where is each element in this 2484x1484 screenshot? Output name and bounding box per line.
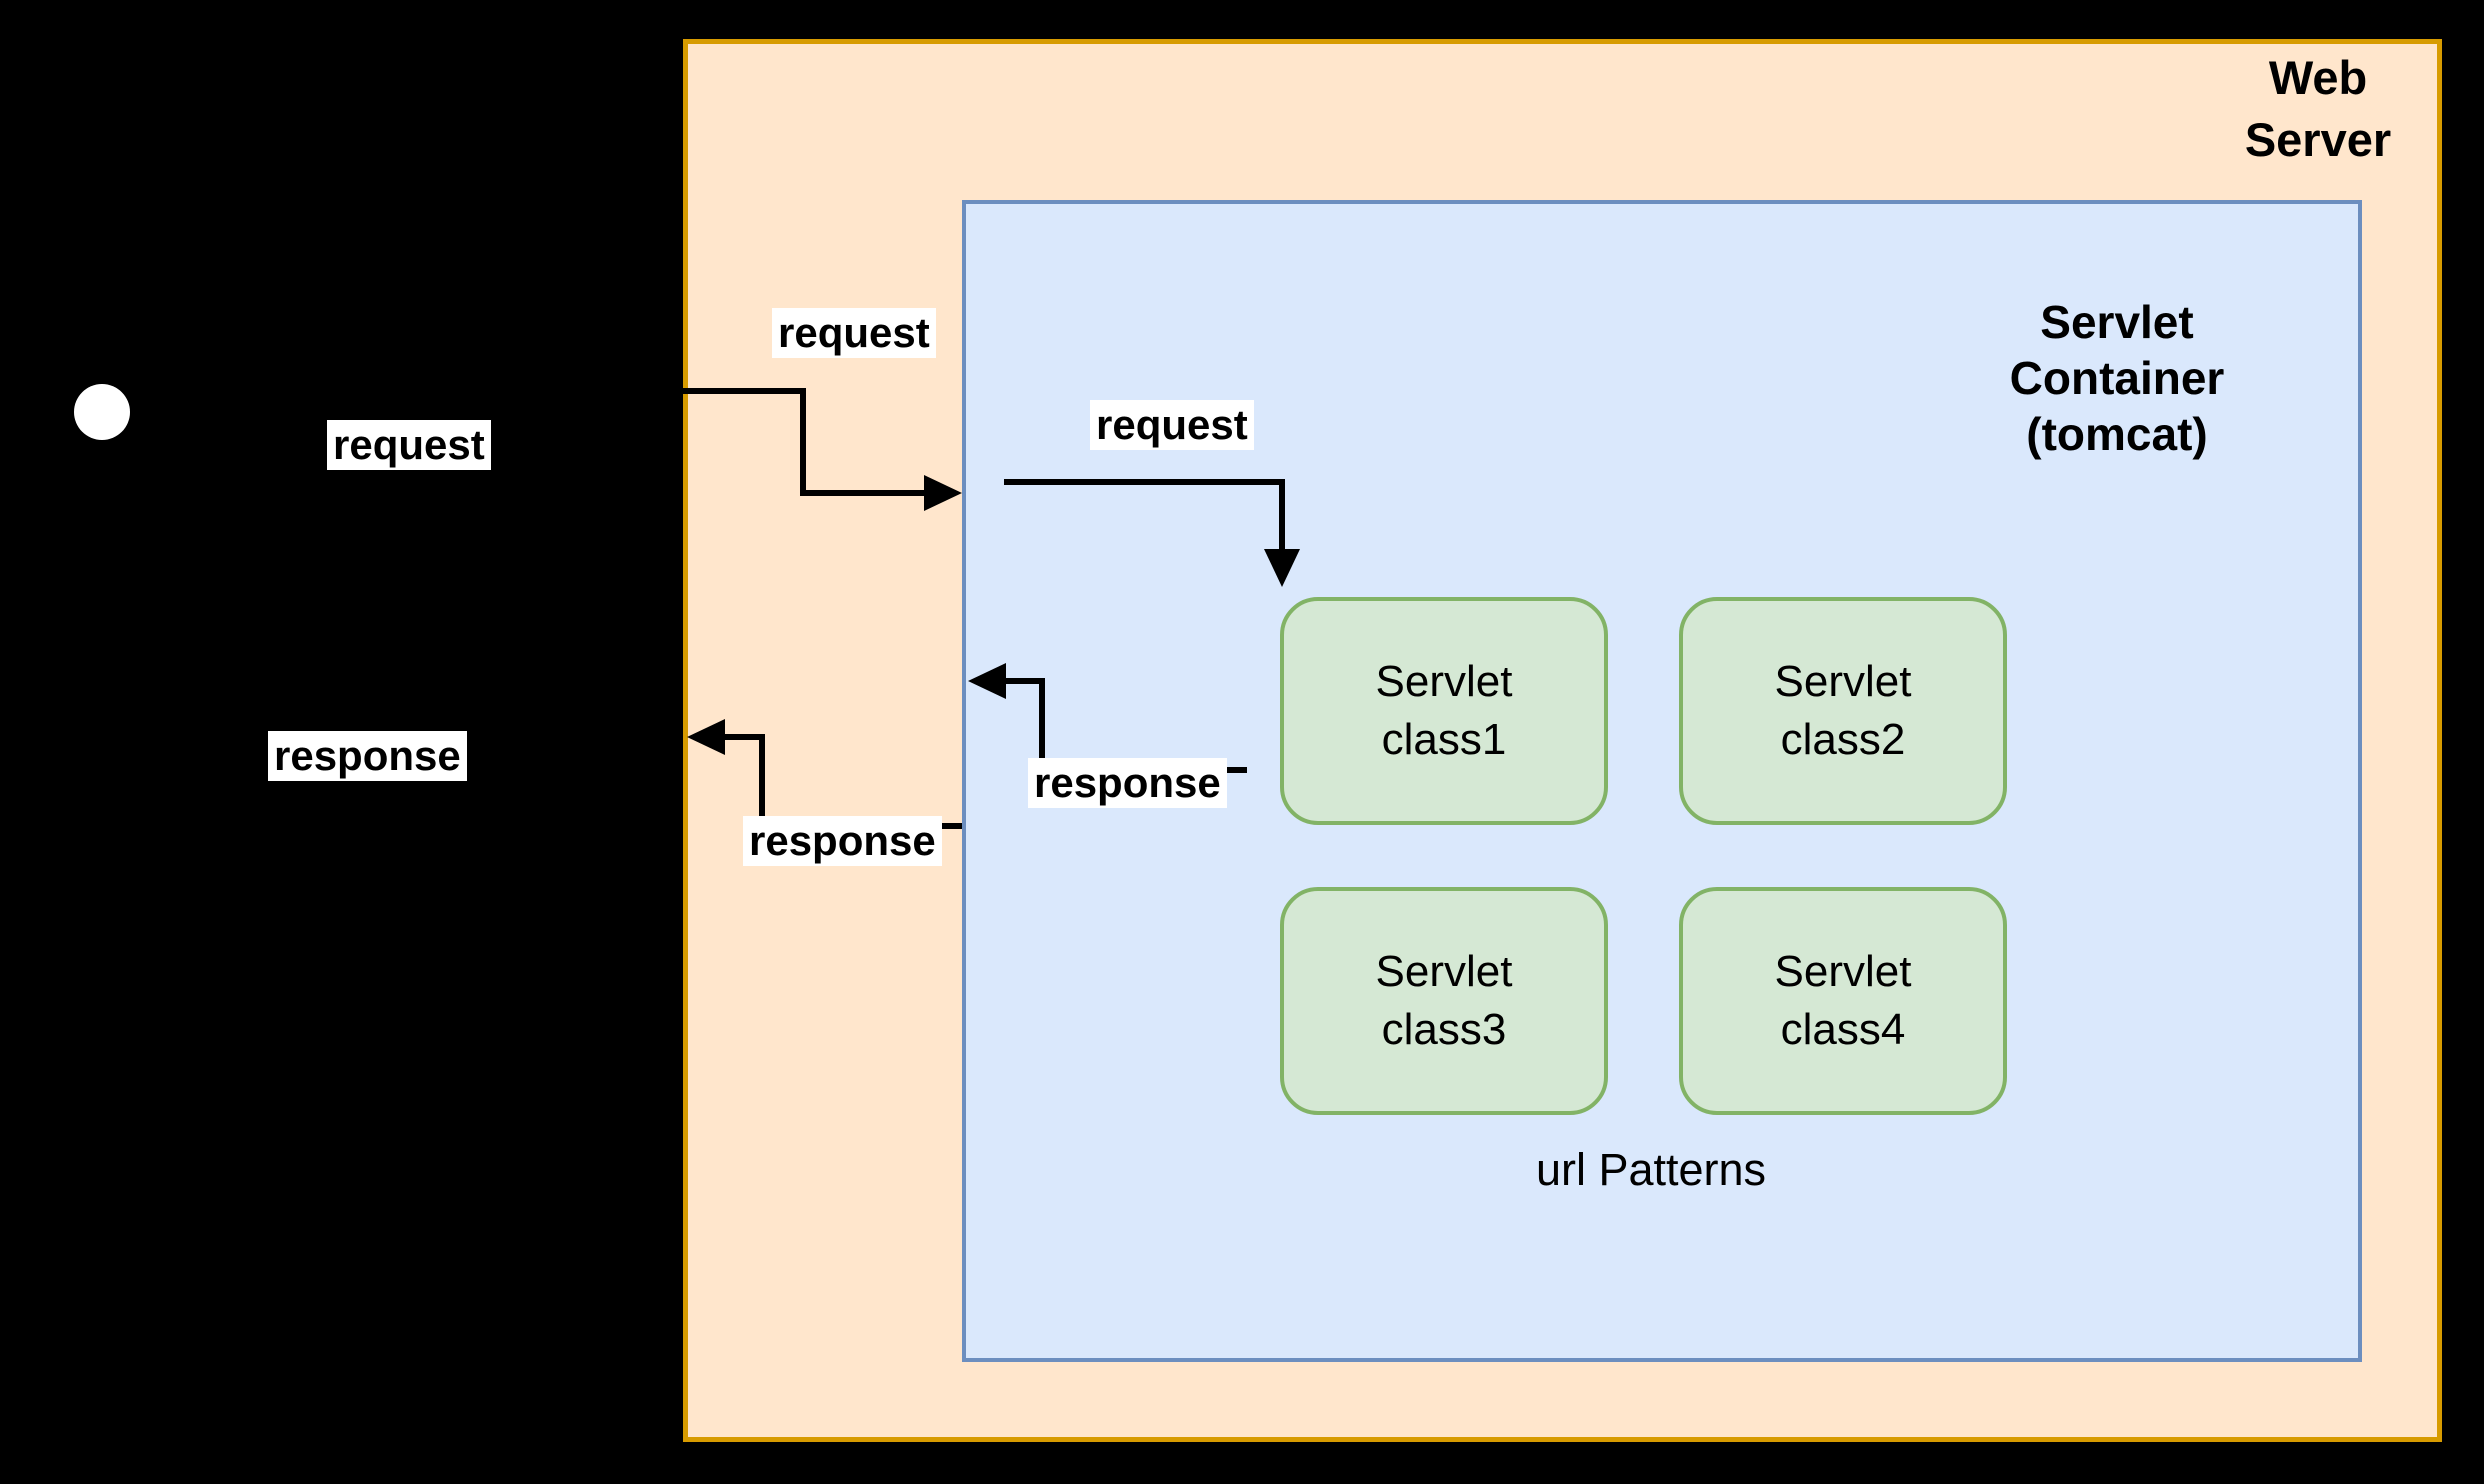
servlet-class3-line2: class3 — [1381, 1005, 1507, 1054]
client-dot-icon — [74, 384, 130, 440]
servlet-class2-box: Servlet class2 — [1679, 597, 2007, 825]
request-label-container: request — [1090, 400, 1254, 450]
request-label-webserver: request — [772, 308, 936, 358]
request-label-client: request — [327, 420, 491, 470]
servlet-class3-line1: Servlet — [1375, 947, 1513, 996]
url-patterns-caption: url Patterns — [1535, 1144, 1767, 1195]
response-label-container: response — [1028, 758, 1227, 808]
response-label-client: response — [268, 731, 467, 781]
servlet-class2-line1: Servlet — [1774, 657, 1912, 706]
servlet-class4-box: Servlet class4 — [1679, 887, 2007, 1115]
servlet-class1-box: Servlet class1 — [1280, 597, 1608, 825]
servlet-class1-line1: Servlet — [1375, 657, 1513, 706]
servlet-container-box: Servlet Container (tomcat) Servlet class… — [962, 200, 2362, 1362]
servlet-class3-box: Servlet class3 — [1280, 887, 1608, 1115]
response-label-webserver: response — [743, 816, 942, 866]
servlet-class2-line2: class2 — [1780, 715, 1906, 764]
web-server-box: Web Server Servlet Container (tomcat) Se… — [683, 39, 2442, 1442]
servlet-container-title: Servlet Container (tomcat) — [2009, 296, 2225, 460]
servlet-class4-line2: class4 — [1780, 1005, 1906, 1054]
servlet-class1-line2: class1 — [1381, 715, 1507, 764]
servlet-class4-line1: Servlet — [1774, 947, 1912, 996]
web-server-title: Web Server — [2244, 51, 2392, 166]
